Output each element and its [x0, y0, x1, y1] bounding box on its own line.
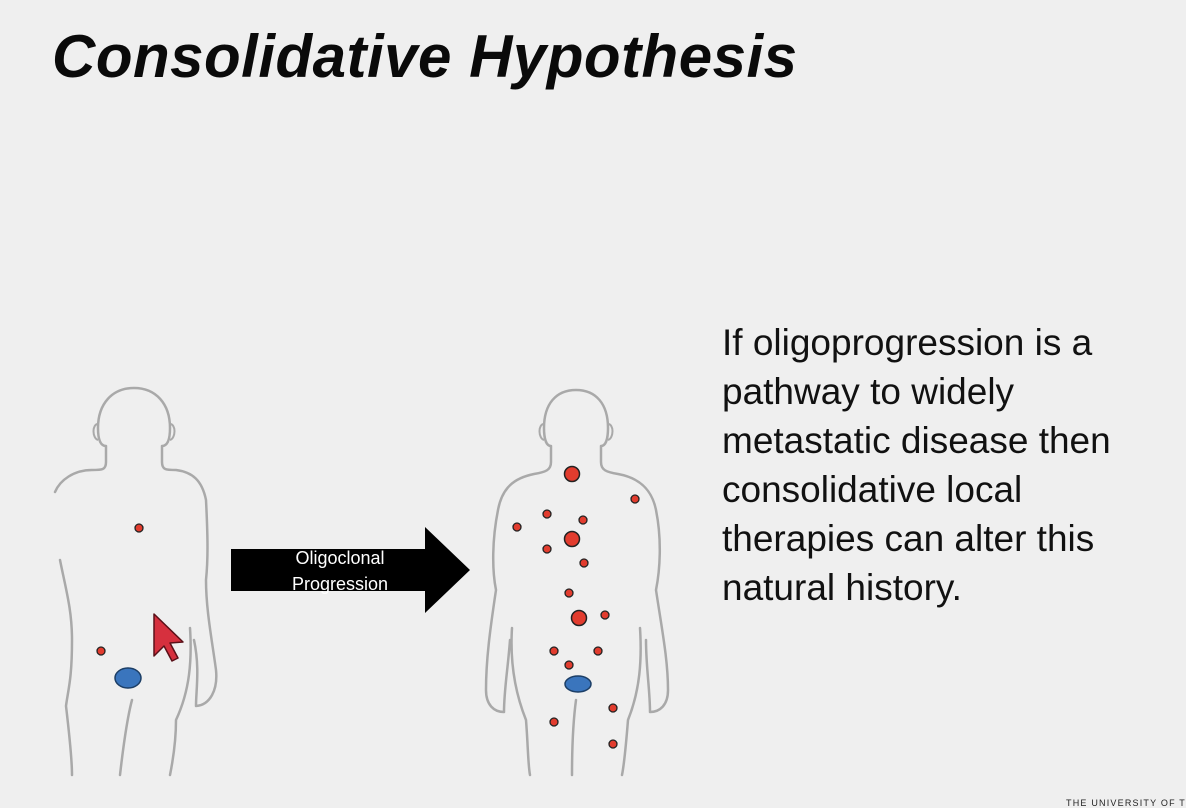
progression-arrow: Oligoclonal Progression [231, 527, 470, 613]
right-metastasis [549, 646, 559, 656]
left-ear-right [169, 423, 176, 441]
right-metastasis [563, 530, 581, 548]
left-body-figure [53, 386, 218, 777]
right-ear-left [538, 423, 545, 441]
right-metastasis [600, 610, 610, 620]
right-body-outline [484, 388, 670, 777]
left-metastasis-lower [96, 646, 106, 656]
right-ear-right [607, 423, 614, 441]
left-ear-left [92, 423, 99, 441]
right-metastasis [630, 494, 640, 504]
right-metastasis [564, 660, 574, 670]
right-metastasis [578, 515, 588, 525]
left-primary-tumor [114, 667, 142, 689]
arrow-shape [231, 527, 470, 613]
right-primary-tumor [564, 675, 592, 693]
right-metastasis [608, 703, 618, 713]
right-metastasis [542, 509, 552, 519]
arrow-label-line1: Oligoclonal [295, 548, 384, 568]
right-metastasis [570, 609, 588, 627]
right-metastasis [542, 544, 552, 554]
slide-body-text: If oligoprogression is a pathway to wide… [722, 322, 1111, 608]
left-metastasis-upper [134, 523, 144, 533]
right-metastasis [608, 739, 618, 749]
right-metastasis [564, 588, 574, 598]
arrow-label-line2: Progression [292, 574, 388, 594]
mouse-pointer-icon [153, 613, 184, 662]
right-metastasis [549, 717, 559, 727]
right-metastasis [593, 646, 603, 656]
slide-title: Consolidative Hypothesis [52, 23, 798, 90]
right-metastasis [563, 465, 581, 483]
left-body-outline [53, 386, 218, 777]
right-body-figure [484, 388, 670, 777]
right-metastasis [512, 522, 522, 532]
right-metastasis [579, 558, 589, 568]
footer-university-text: THE UNIVERSITY OF T [1066, 798, 1186, 808]
